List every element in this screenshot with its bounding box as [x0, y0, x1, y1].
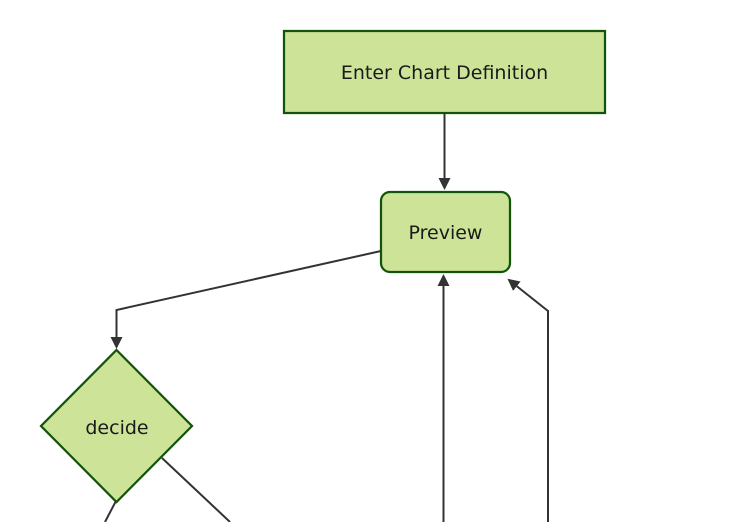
node-enter-chart-definition: Enter Chart Definition: [282, 29, 607, 115]
edge-decide-out-bottom-left: [104, 498, 118, 522]
edge-preview-to-decide: [110, 250, 382, 349]
enter-chart-definition-label: Enter Chart Definition: [341, 62, 548, 84]
preview-box: [379, 190, 512, 274]
decide-diamond: [39, 348, 194, 504]
node-preview: Preview: [379, 190, 512, 274]
edge-decide-out-bottom-right: [161, 457, 231, 522]
edge-up-to-preview-right: [507, 278, 549, 522]
preview-label: Preview: [409, 222, 483, 244]
node-decide: decide: [39, 348, 194, 504]
decide-label: decide: [85, 417, 148, 439]
enter-chart-definition-box: [282, 29, 607, 115]
